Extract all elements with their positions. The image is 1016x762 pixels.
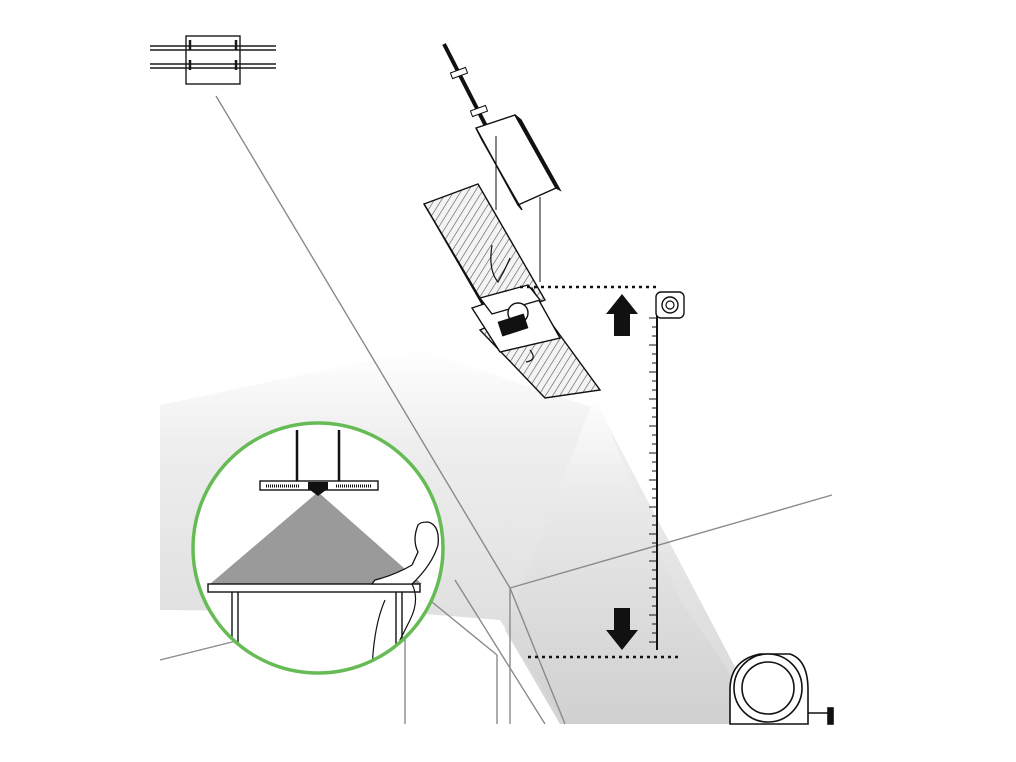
inset-person xyxy=(370,521,439,585)
driver-box xyxy=(474,114,562,282)
ceiling-mount-bracket-icon xyxy=(150,35,276,85)
luminaire-body xyxy=(422,183,602,399)
down-arrow xyxy=(606,608,638,650)
inset-border xyxy=(191,421,445,675)
light-cone xyxy=(210,492,422,584)
height-dimension xyxy=(520,285,680,659)
up-arrow xyxy=(606,294,638,336)
room-structure xyxy=(159,95,833,725)
suspension-cable xyxy=(442,43,490,131)
measuring-tape-icon xyxy=(649,291,685,650)
inset-desk xyxy=(207,583,421,593)
tape-measure-reel-icon xyxy=(729,653,834,725)
